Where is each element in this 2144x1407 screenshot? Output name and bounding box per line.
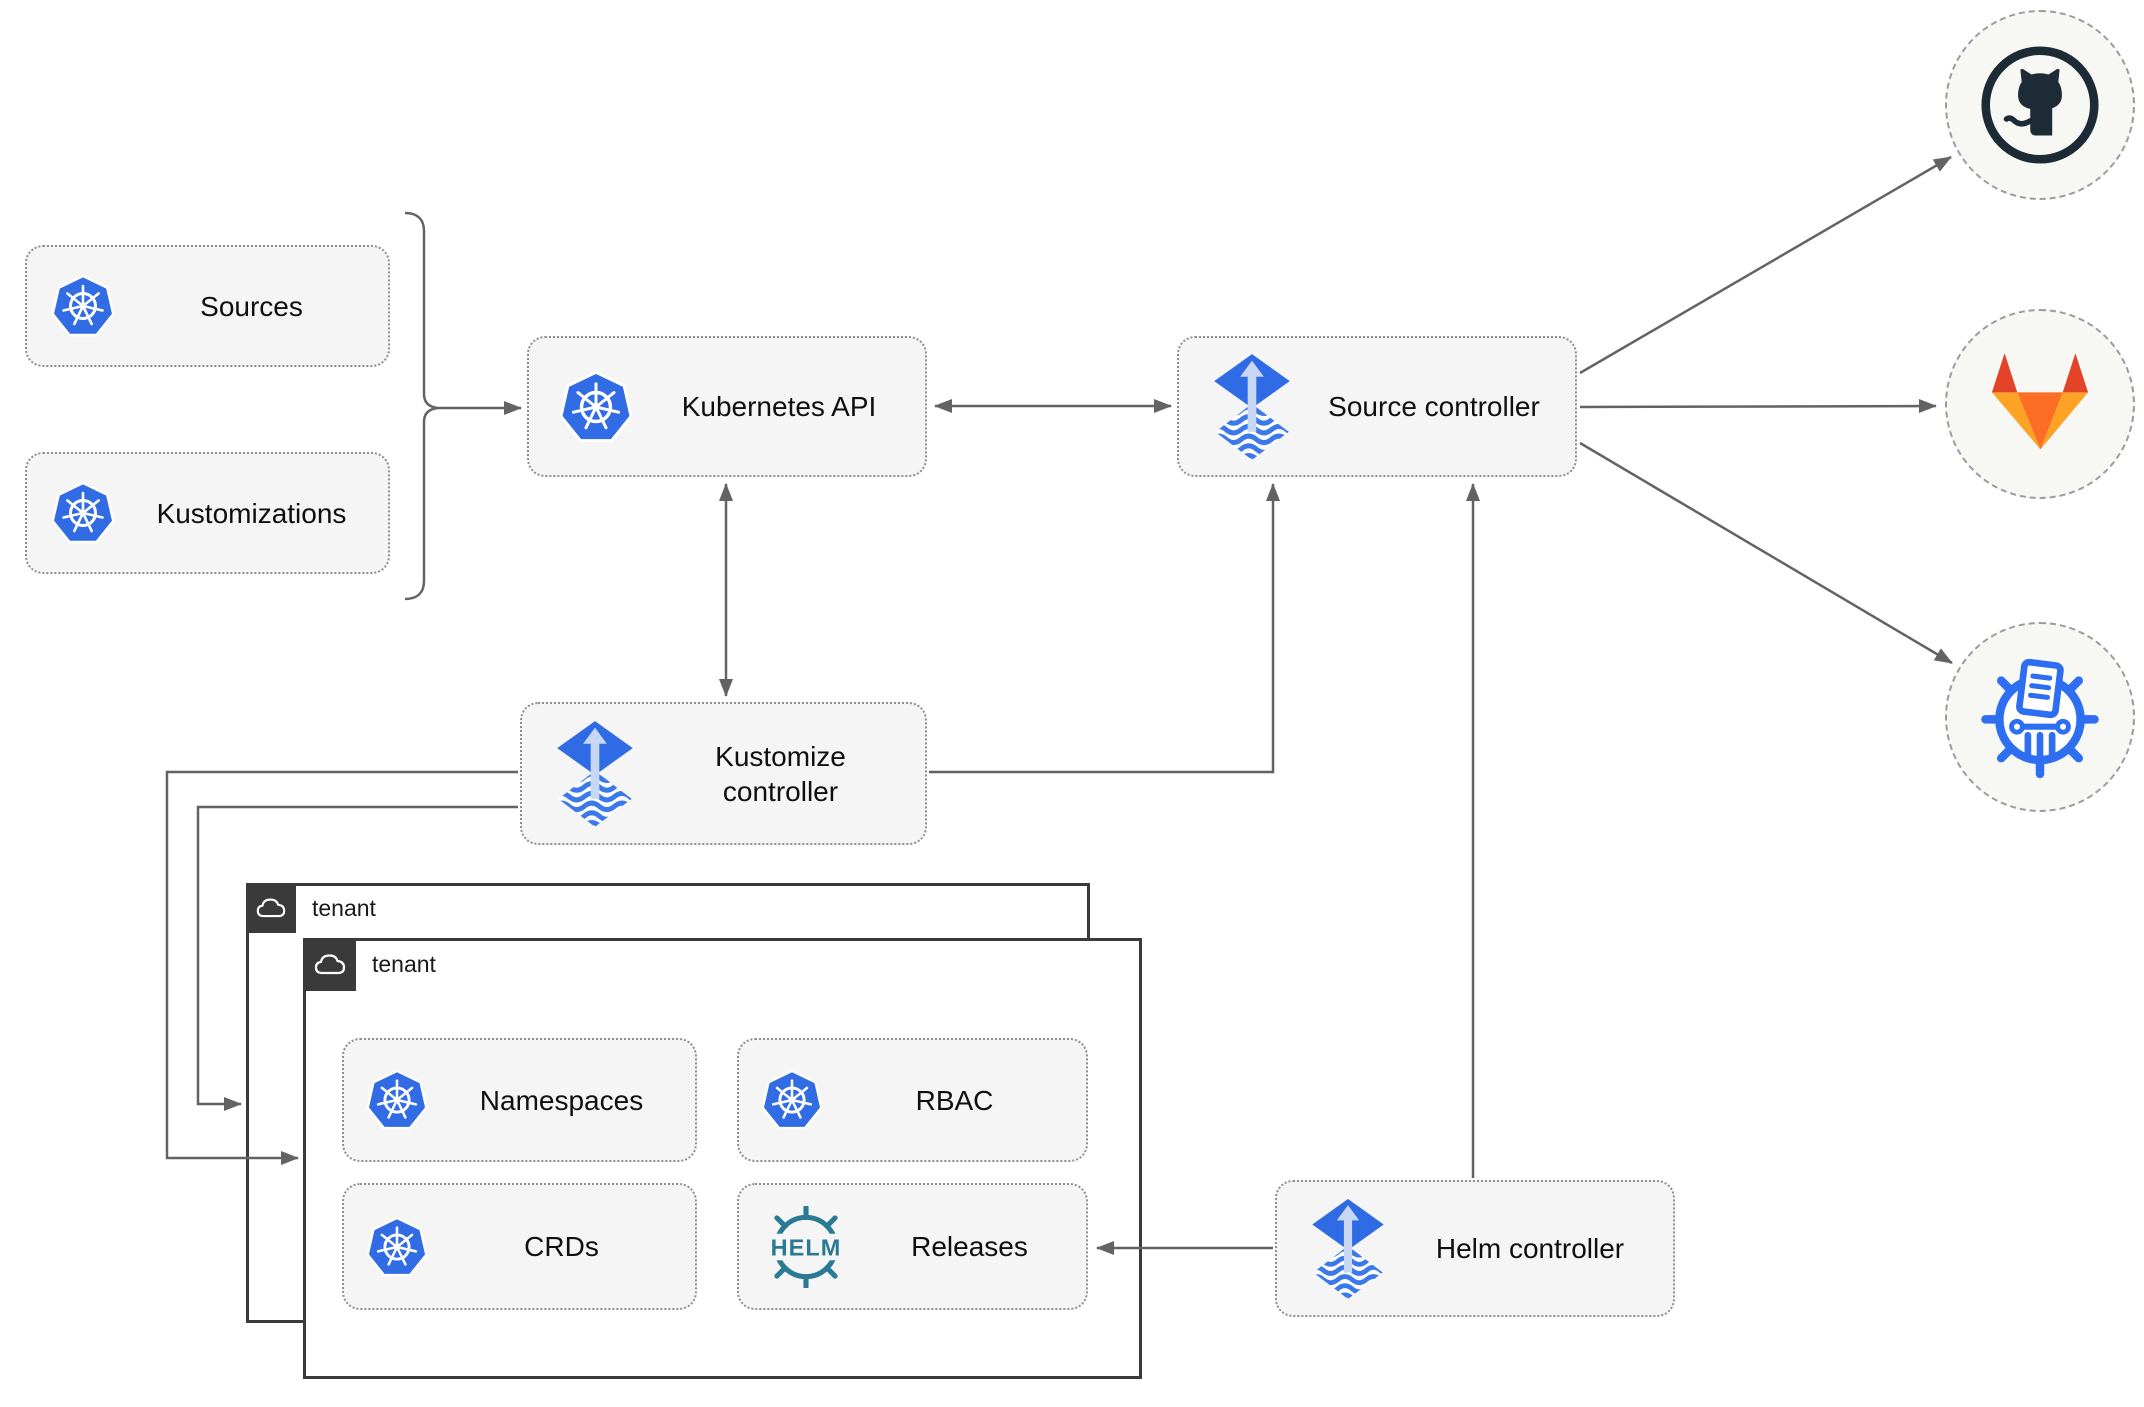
node-crds: CRDs [342,1183,697,1310]
tenant-back-label: tenant [312,895,376,921]
node-source-controller-label: Source controller [1328,391,1540,422]
kubernetes-icon [559,371,633,443]
node-releases-label: Releases [911,1231,1028,1262]
edge-source-to-github [1579,155,1952,375]
edge-kustomize-to-source-controller [929,483,1280,774]
chartmuseum-icon [1977,654,2103,780]
node-kubernetes-api: Kubernetes API [527,336,927,477]
svg-text:HELM: HELM [771,1234,842,1260]
node-source-controller: Source controller [1177,336,1577,477]
github-circle [1945,10,2135,200]
node-rbac: RBAC [737,1038,1088,1162]
flux-icon [1211,354,1293,460]
chartmuseum-circle [1945,622,2135,812]
brace-sources-kustomizations [404,211,439,601]
kubernetes-icon [51,482,115,544]
cloud-icon [313,952,347,978]
node-kustomizations-label: Kustomizations [156,497,347,529]
gitlab-circle [1945,309,2135,499]
tenant-back-tab [246,883,296,933]
tenant-front-tab [303,938,356,991]
node-sources: Sources [25,245,390,367]
edge-source-to-gitlab [1579,399,1937,414]
node-kustomize-controller-label: Kustomize controller [715,740,846,807]
gitlab-icon [1979,348,2101,460]
helm-icon: HELM [759,1205,853,1288]
kubernetes-icon [366,1070,428,1130]
node-namespaces: Namespaces [342,1038,697,1162]
edge-source-to-chartmuseum [1579,441,1953,665]
node-helm-controller: Helm controller [1275,1180,1675,1317]
github-icon [1979,44,2101,166]
node-crds-label: CRDs [524,1231,599,1262]
node-namespaces-label: Namespaces [479,1084,644,1116]
node-rbac-label: RBAC [915,1084,994,1116]
node-kubernetes-api-label: Kubernetes API [681,391,877,422]
node-kustomizations: Kustomizations [25,452,390,574]
node-helm-controller-label: Helm controller [1435,1233,1625,1264]
node-sources-label: Sources [200,290,303,322]
kubernetes-icon [51,275,115,337]
kubernetes-icon [761,1070,823,1130]
node-kustomize-controller: Kustomize controller [520,702,927,845]
node-releases: HELM Releases [737,1183,1088,1310]
flux-icon [554,721,636,827]
cloud-icon [255,896,287,921]
flux-icon [1309,1199,1387,1299]
tenant-front-label: tenant [372,951,436,977]
kubernetes-icon [366,1217,428,1277]
